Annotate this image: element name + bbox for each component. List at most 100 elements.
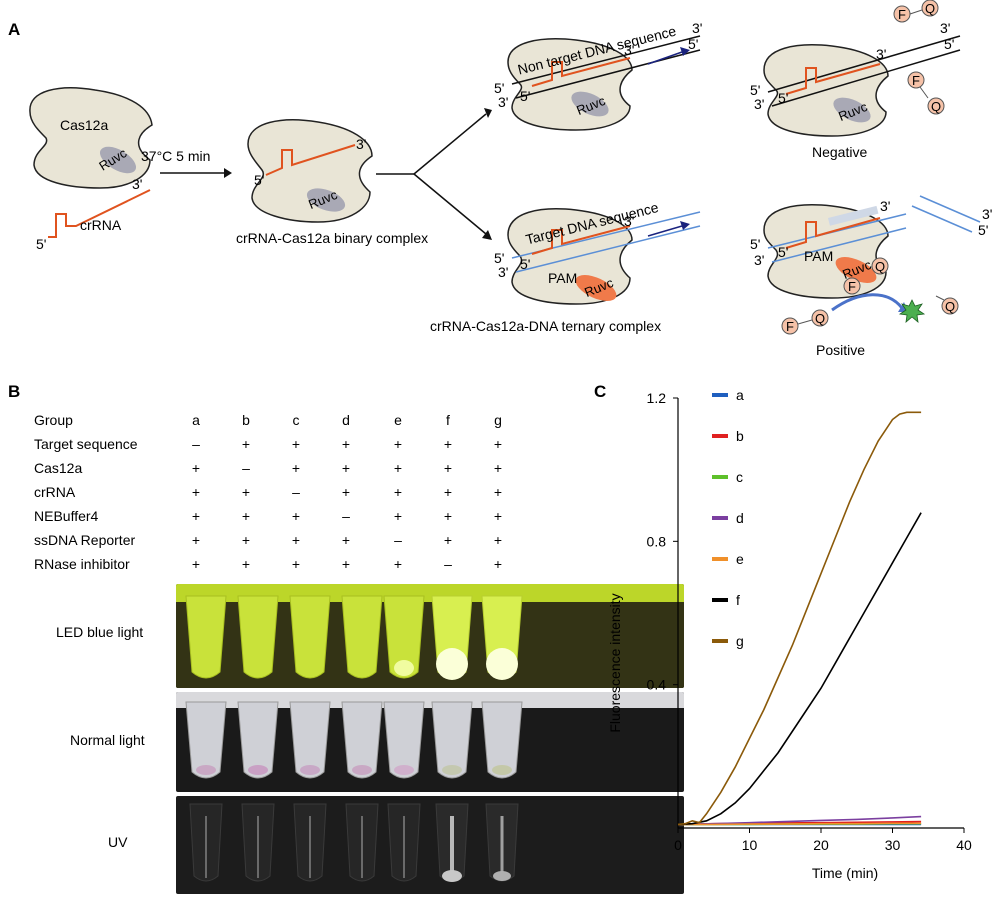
legend-swatch-d <box>712 516 728 520</box>
series-line-f <box>677 512 922 826</box>
cell: – <box>394 532 402 548</box>
five-prime-binary: 5' <box>254 172 265 188</box>
panel-b-letter: B <box>8 382 21 401</box>
uv-tubes <box>189 803 519 882</box>
tube-g <box>485 803 519 882</box>
negative-label: Negative <box>812 144 868 160</box>
q-label-cleaved: Q <box>945 299 956 314</box>
legend-swatch-e <box>712 557 728 561</box>
table-row: Cas12a + – + + + + + <box>34 460 554 484</box>
five-prime-negative: 5' <box>944 36 955 52</box>
table-row: Target sequence – + + + + + + <box>34 436 554 460</box>
cas12a-protein-binary <box>247 119 373 223</box>
five-prime-crrna-target: 5' <box>520 256 531 272</box>
crrna-label: crRNA <box>80 217 122 233</box>
cell: + <box>393 484 403 500</box>
y-axis-label: Fluorescence intensity <box>607 593 623 732</box>
ruvc-binary <box>306 188 346 212</box>
f-label-negative-1: F <box>898 7 906 22</box>
table-row: crRNA + + – + + + + <box>34 484 554 508</box>
cell: + <box>191 508 201 524</box>
three-prime-nontarget-inner: 3' <box>624 42 635 58</box>
series-line-d <box>677 815 922 826</box>
tube-f <box>431 595 473 680</box>
cell: + <box>493 436 503 452</box>
cas12a-protein-free <box>29 87 153 189</box>
cas12a-label: Cas12a <box>60 117 109 133</box>
ternary-complex-label: crRNA-Cas12a-DNA ternary complex <box>430 318 662 334</box>
cell: + <box>393 508 403 524</box>
reporter-f-free <box>781 317 799 335</box>
photo-label-led: LED blue light <box>56 624 144 640</box>
cell: + <box>341 436 351 452</box>
cell: + <box>341 556 351 572</box>
row-label: Target sequence <box>34 436 138 452</box>
cell: – <box>444 556 452 572</box>
panel-a-letter: A <box>8 20 21 39</box>
ruvc-negative <box>833 97 871 123</box>
ruvc-nontarget <box>571 91 609 117</box>
cell: – <box>242 460 250 476</box>
legend-label-a: a <box>736 387 744 403</box>
five-prime-nontarget-left: 5' <box>494 80 505 96</box>
led-blue-light-photo <box>176 584 684 688</box>
tube-f <box>435 803 469 882</box>
photo-label-uv: UV <box>108 834 128 850</box>
five-prime-nontarget: 5' <box>688 36 699 52</box>
legend-swatch-c <box>712 475 728 479</box>
group-e: e <box>394 412 402 428</box>
table-row: RNase inhibitor + + + + + – + <box>34 556 554 580</box>
row-label: RNase inhibitor <box>34 556 130 572</box>
tube-b <box>241 803 275 882</box>
x-tick-label: 30 <box>885 837 901 853</box>
y-tick-label: 0.4 <box>647 677 667 693</box>
normal-light-photo <box>176 692 684 792</box>
panel-a-diagram <box>29 0 981 335</box>
cell: + <box>241 508 251 524</box>
three-prime-target-left: 3' <box>498 264 509 280</box>
five-prime-crrna-negative: 5' <box>778 90 789 106</box>
ruvc-free <box>99 146 137 174</box>
reporter-q-bound <box>871 257 889 275</box>
cell: + <box>191 484 201 500</box>
q-label-free: Q <box>815 311 826 326</box>
tube-c <box>289 701 331 779</box>
cell: – <box>192 436 200 452</box>
reporter-q-free <box>811 309 829 327</box>
three-prime-positive-left: 3' <box>754 252 765 268</box>
three-prime-positive-inner: 3' <box>880 198 891 214</box>
table-header-row: Group a b c d e f g <box>34 412 554 436</box>
cell: – <box>292 484 300 500</box>
row-label: NEBuffer4 <box>34 508 99 524</box>
tube-c <box>289 595 331 679</box>
tube-a <box>185 701 227 779</box>
crrna-target <box>531 225 631 255</box>
five-prime-crrna-nontarget: 5' <box>520 88 531 104</box>
row-label: crRNA <box>34 484 76 500</box>
five-prime-crrna-positive: 5' <box>778 244 789 260</box>
legend-label-g: g <box>736 633 744 649</box>
three-prime-free: 3' <box>132 176 143 192</box>
x-tick-label: 40 <box>956 837 972 853</box>
cell: + <box>443 532 453 548</box>
cell: + <box>493 556 503 572</box>
temperature-label: 37°C 5 min <box>141 148 211 164</box>
q-label-negative-2: Q <box>931 99 942 114</box>
tube-g <box>481 595 523 680</box>
cell: + <box>191 460 201 476</box>
target-hybrid-positive <box>827 205 879 226</box>
y-tick-label: 1.2 <box>647 390 667 406</box>
tube-e <box>383 595 425 679</box>
legend-label-b: b <box>736 428 744 444</box>
cell: + <box>241 484 251 500</box>
cell: + <box>291 508 301 524</box>
three-prime-negative: 3' <box>940 20 951 36</box>
panel-c-letter: C <box>594 382 607 401</box>
legend-swatch-g <box>712 639 728 643</box>
pam-label-positive: PAM <box>804 248 834 264</box>
x-tick-label: 20 <box>813 837 829 853</box>
cell: + <box>291 460 301 476</box>
ruvc-positive <box>835 257 877 283</box>
legend-swatch-b <box>712 434 728 438</box>
f-label-free: F <box>786 319 794 334</box>
